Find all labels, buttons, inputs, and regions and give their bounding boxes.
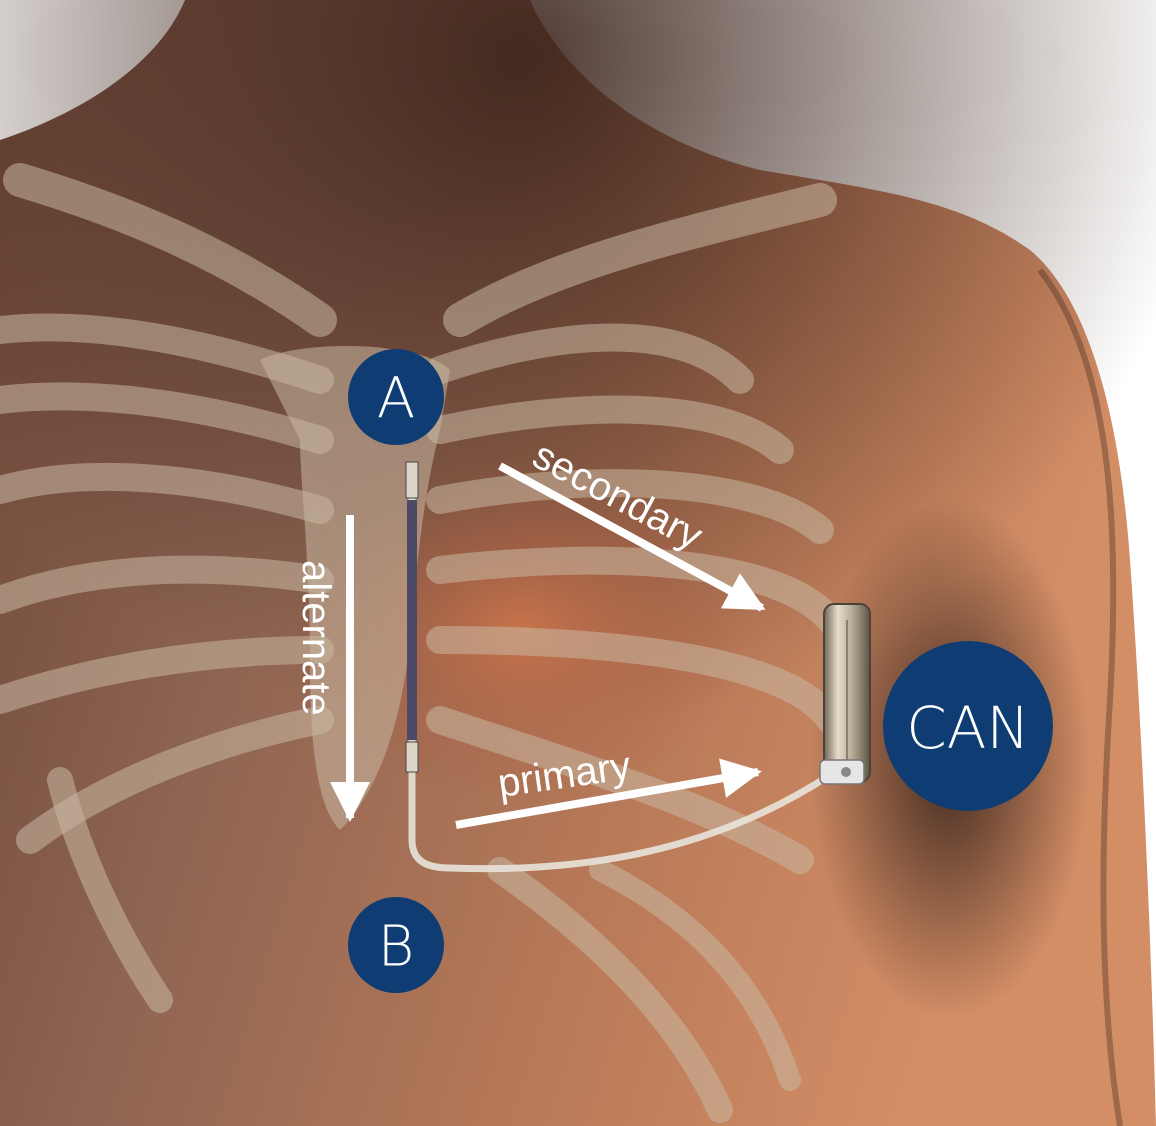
- electrode-b-badge: B: [348, 897, 444, 993]
- electrode-b-label: B: [378, 915, 415, 980]
- shock-coil: [407, 500, 417, 740]
- can-badge: CAN: [883, 641, 1053, 811]
- icd-can: [820, 604, 870, 784]
- lead-tip: [406, 462, 418, 498]
- alternate-vector-label: alternate: [294, 560, 338, 716]
- lead-ring: [406, 742, 418, 772]
- can-connector: [841, 767, 851, 777]
- can-label: CAN: [906, 694, 1030, 762]
- electrode-a-label: A: [377, 367, 415, 432]
- electrode-a-badge: A: [348, 349, 444, 445]
